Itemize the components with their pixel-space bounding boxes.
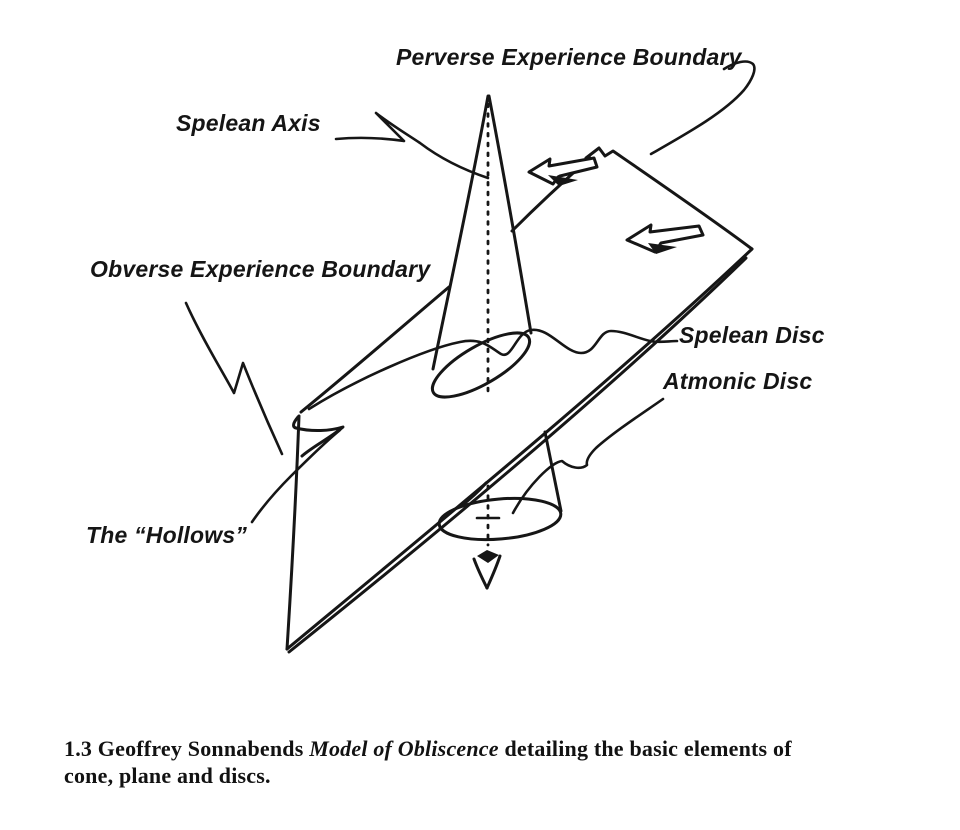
label-the-hollows: The “Hollows” [86, 522, 248, 548]
slide-arrow-lower [625, 223, 705, 254]
inclined-plane [285, 146, 754, 654]
down-arrowhead [472, 550, 502, 590]
caption-rest: detailing the basic elements of [498, 736, 792, 761]
slide-arrow-upper-fold [548, 175, 578, 186]
cone-right-edge [487, 94, 533, 335]
lower-cone [437, 430, 563, 542]
slide-arrow-upper [527, 156, 599, 186]
atmonic-disc-ellipse [437, 496, 563, 542]
label-perverse-experience-boundary: Perverse Experience Boundary [396, 44, 742, 70]
plane-top-right-edge [584, 146, 754, 251]
cone-left-edge [431, 94, 490, 371]
down-arrowhead-bar [477, 550, 499, 563]
plane-top-left-edge-lower [299, 285, 451, 414]
down-arrowhead-left [472, 557, 489, 590]
plane-left-edge [285, 414, 301, 651]
caption-italic-title: Model of Obliscence [309, 736, 499, 761]
down-arrowhead-right [485, 554, 502, 590]
hollows-leader [250, 428, 342, 524]
spelean-axis-leader [334, 111, 490, 180]
obverse-leader [184, 301, 284, 456]
plane-front-edge [285, 247, 754, 651]
lower-cone-right-edge [543, 430, 563, 513]
label-atmonic-disc: Atmonic Disc [663, 368, 813, 394]
label-obverse-experience-boundary: Obverse Experience Boundary [90, 256, 431, 282]
label-spelean-disc: Spelean Disc [679, 322, 825, 348]
plane-thickness-edge [287, 256, 748, 654]
perverse-leader [649, 60, 756, 156]
spelean-disc-ellipse [430, 331, 532, 399]
atmonic-disc-leader [511, 397, 665, 515]
surface-tear-wave [307, 328, 679, 411]
caption-line-2: cone, plane and discs. [64, 763, 271, 788]
label-spelean-axis: Spelean Axis [176, 110, 321, 136]
caption-line-1: 1.3 Geoffrey Sonnabends Model of Oblisce… [64, 735, 944, 762]
upper-cone [430, 94, 533, 399]
figure-caption: 1.3 Geoffrey Sonnabends Model of Oblisce… [64, 735, 944, 789]
slide-arrow-lower-fold [648, 243, 677, 254]
caption-lead: 1.3 Geoffrey Sonnabends [64, 736, 310, 761]
plane-wave-curl [292, 415, 345, 458]
